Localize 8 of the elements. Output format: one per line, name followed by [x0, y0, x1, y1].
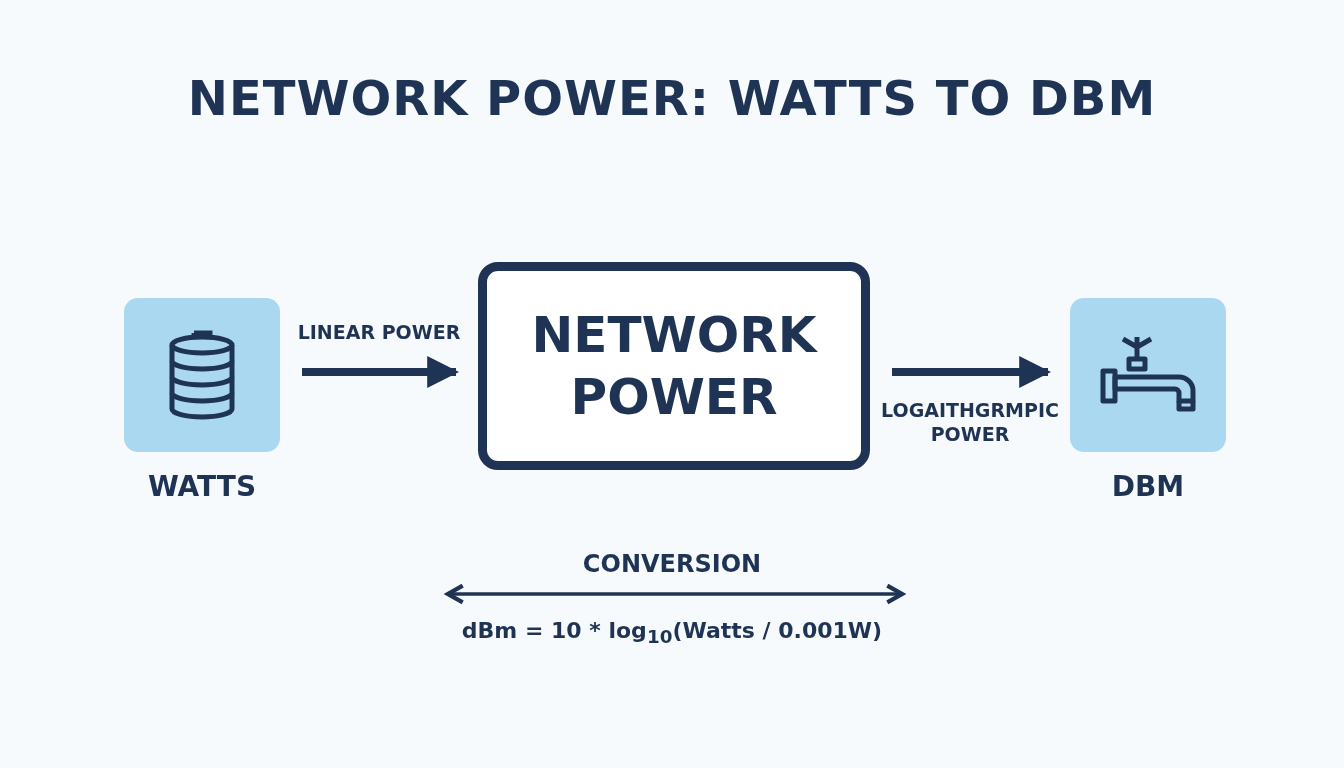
node-label: NETWORK POWER	[530, 305, 819, 428]
edge-label: LOGAITHGRMPIC POWER	[880, 398, 1060, 446]
node-label: WATTS	[146, 470, 258, 503]
annotation: dBm = 10 * log$_{10}$(Watts / 0.001W)	[460, 618, 884, 648]
title: NETWORK POWER: WATTS TO DBM	[186, 70, 1158, 126]
edge-label: LINEAR POWER	[296, 320, 462, 344]
annotation: CONVERSION	[581, 550, 763, 578]
node-label: DBM	[1110, 470, 1186, 503]
